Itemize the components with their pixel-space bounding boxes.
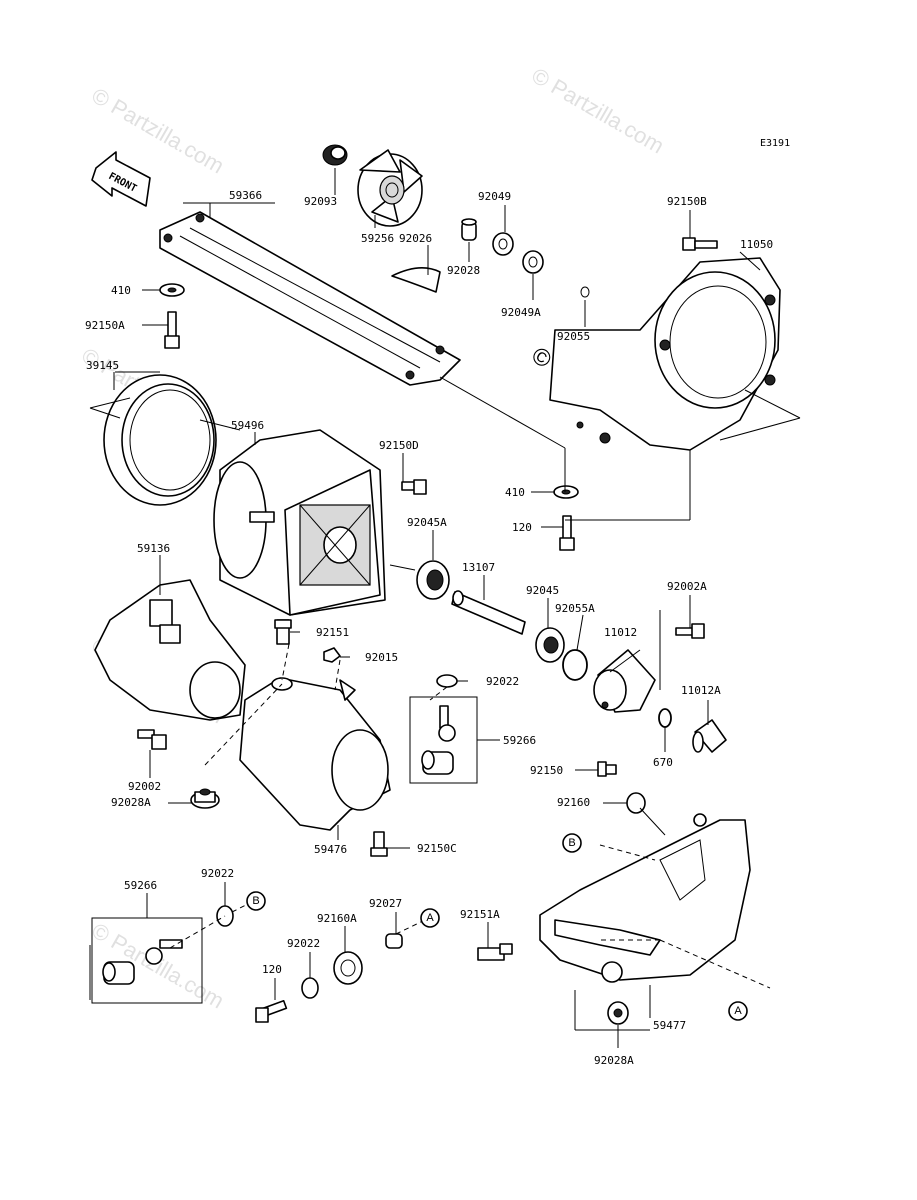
part-label-92093: 92093 bbox=[304, 195, 337, 208]
bushing-92093 bbox=[322, 144, 348, 166]
part-label-11012a: 11012A bbox=[681, 684, 721, 697]
impeller bbox=[357, 149, 423, 227]
cap-11012A bbox=[692, 719, 727, 753]
part-label-39145: 39145 bbox=[86, 359, 119, 372]
bolt-92002A bbox=[675, 623, 705, 639]
ride-plate-rail bbox=[159, 211, 461, 386]
leader-lines bbox=[89, 168, 801, 1048]
part-label-92151a: 92151A bbox=[460, 908, 500, 921]
impeller-cap bbox=[391, 267, 441, 293]
collar-92028A-upper bbox=[190, 788, 220, 809]
part-label-120-lower: 120 bbox=[262, 963, 282, 976]
steering-nozzle-59476 bbox=[239, 677, 391, 831]
part-label-13107: 13107 bbox=[462, 561, 495, 574]
callout-a-label: A bbox=[734, 1005, 742, 1017]
bush-92160A bbox=[333, 951, 363, 985]
bolt-92150A bbox=[164, 311, 180, 349]
reverse-bucket-59477 bbox=[539, 813, 751, 983]
o-ring-92055A bbox=[562, 649, 588, 681]
part-label-92026: 92026 bbox=[399, 232, 432, 245]
part-label-59477: 59477 bbox=[653, 1019, 686, 1032]
watermark: © Partzilla.com bbox=[528, 63, 669, 159]
bolt-92150D bbox=[401, 479, 427, 495]
part-label-92160a: 92160A bbox=[317, 912, 357, 925]
part-label-92022-bottom: 92022 bbox=[287, 937, 320, 950]
part-label-92160: 92160 bbox=[557, 796, 590, 809]
bolt-92150C bbox=[370, 831, 388, 857]
part-label-410-lower: 410 bbox=[505, 486, 525, 499]
collar-92028A-lower bbox=[607, 1001, 629, 1025]
part-label-92150d: 92150D bbox=[379, 439, 419, 452]
part-label-59136: 59136 bbox=[137, 542, 170, 555]
part-label-92055: 92055 bbox=[557, 330, 590, 343]
cap-11012 bbox=[593, 649, 656, 713]
part-label-92045: 92045 bbox=[526, 584, 559, 597]
wear-ring-39145 bbox=[103, 374, 217, 506]
callout-b-label: B bbox=[252, 895, 259, 907]
part-label-92150b: 92150B bbox=[667, 195, 707, 208]
bolt-120-upper bbox=[559, 515, 575, 551]
part-label-92049: 92049 bbox=[478, 190, 511, 203]
callout-a-label: A bbox=[426, 912, 434, 924]
stud-92151 bbox=[274, 619, 292, 645]
o-ring-670 bbox=[658, 708, 672, 728]
stud-92151A bbox=[477, 943, 513, 961]
part-label-92150c: 92150C bbox=[417, 842, 457, 855]
diagram-ref-code: E3191 bbox=[760, 138, 790, 149]
washer-92022-bottom bbox=[301, 977, 319, 999]
nozzle-59136 bbox=[94, 579, 246, 721]
part-label-92028a-lower: 92028A bbox=[594, 1054, 634, 1067]
part-label-59266-lower: 59266 bbox=[124, 879, 157, 892]
part-label-11050: 11050 bbox=[740, 238, 773, 251]
part-label-92055a: 92055A bbox=[555, 602, 595, 615]
part-label-670: 670 bbox=[653, 756, 673, 769]
part-label-92150: 92150 bbox=[530, 764, 563, 777]
bolt-120-lower bbox=[255, 999, 288, 1023]
washer-92049 bbox=[492, 232, 514, 256]
collar-92027 bbox=[385, 933, 403, 949]
callout-circles: B A B A bbox=[246, 833, 748, 1021]
pivot-set-59266-upper bbox=[409, 696, 478, 784]
part-labels: 59366 92093 59256 92026 92028 92049 9204… bbox=[85, 189, 773, 1067]
pivot-set-59266-lower bbox=[91, 917, 203, 1004]
shaft-13107 bbox=[451, 590, 526, 635]
part-label-92028a-upper: 92028A bbox=[111, 796, 151, 809]
part-label-92028: 92028 bbox=[447, 264, 480, 277]
nut-92015 bbox=[323, 647, 341, 663]
part-label-410-upper: 410 bbox=[111, 284, 131, 297]
part-label-59256: 59256 bbox=[361, 232, 394, 245]
bearing-92045A bbox=[416, 560, 450, 600]
part-label-59366: 59366 bbox=[229, 189, 262, 202]
part-label-92002a: 92002A bbox=[667, 580, 707, 593]
pump-housing-59496 bbox=[213, 429, 386, 616]
part-label-59496: 59496 bbox=[231, 419, 264, 432]
callout-b-label: B bbox=[568, 837, 575, 849]
part-label-92150a: 92150A bbox=[85, 319, 125, 332]
part-label-92049a: 92049A bbox=[501, 306, 541, 319]
part-label-92002: 92002 bbox=[128, 780, 161, 793]
part-label-11012: 11012 bbox=[604, 626, 637, 639]
part-label-92022-left: 92022 bbox=[201, 867, 234, 880]
bolt-92002 bbox=[137, 729, 167, 750]
pump-case-11050 bbox=[549, 257, 781, 451]
washer-92049A bbox=[522, 250, 544, 274]
bolt-92150B bbox=[682, 237, 718, 251]
bearing-92045 bbox=[535, 627, 565, 663]
washer-92022-upper bbox=[436, 674, 458, 688]
part-label-92027: 92027 bbox=[369, 897, 402, 910]
part-label-59476: 59476 bbox=[314, 843, 347, 856]
part-label-92045a: 92045A bbox=[407, 516, 447, 529]
part-label-92015: 92015 bbox=[365, 651, 398, 664]
o-ring-92055 bbox=[580, 286, 590, 298]
collar-92028 bbox=[461, 218, 477, 241]
part-label-120-upper: 120 bbox=[512, 521, 532, 534]
part-label-59266-upper: 59266 bbox=[503, 734, 536, 747]
part-label-92022-upper: 92022 bbox=[486, 675, 519, 688]
part-label-92151: 92151 bbox=[316, 626, 349, 639]
bolt-92150 bbox=[597, 761, 617, 777]
front-arrow-icon: FRONT bbox=[91, 151, 151, 207]
